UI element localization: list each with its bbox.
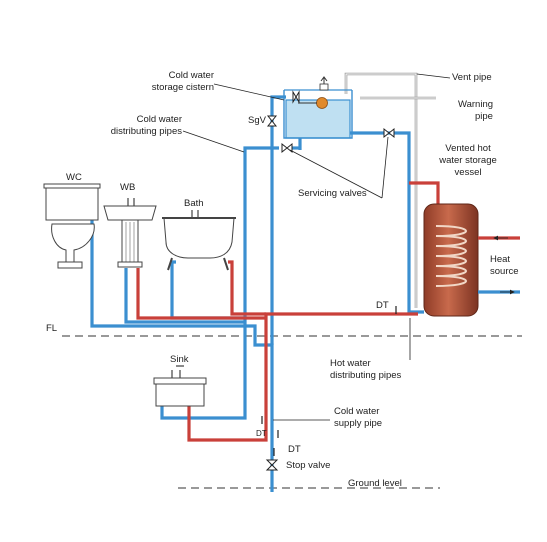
hot-water-pipes: [136, 181, 440, 442]
hot-water-storage-vessel: [423, 203, 520, 317]
label-heat-source-2: source: [490, 266, 519, 277]
wb-fixture: [103, 198, 157, 268]
label-cistern-2: storage cistern: [152, 82, 214, 93]
vent-pipe: [344, 72, 436, 308]
drain-tap-icons: [261, 306, 397, 456]
label-vented-vessel-1: Vented hot: [445, 143, 491, 154]
servicing-valve-cistern-inlet: [292, 90, 300, 104]
label-ground-level: Ground level: [348, 478, 402, 489]
label-sgv: SgV: [248, 115, 267, 126]
label-cistern-1: Cold water: [169, 70, 214, 81]
label-servicing-valves: Servicing valves: [298, 188, 367, 199]
label-wb: WB: [120, 182, 135, 193]
bath-fixture: [162, 210, 236, 271]
leader-lines: [182, 73, 451, 421]
label-distributing-1: Cold water: [137, 114, 182, 125]
label-cold-supply-1: Cold water: [334, 406, 379, 417]
label-stop-valve: Stop valve: [286, 460, 330, 471]
label-dt-supply: DT: [288, 444, 301, 455]
label-warning-pipe-2: pipe: [475, 111, 493, 122]
label-vented-vessel-2: water storage: [438, 155, 497, 166]
label-wc: WC: [66, 172, 82, 183]
label-distributing-2: distributing pipes: [111, 126, 183, 137]
sink-fixture: [153, 365, 207, 407]
servicing-valve-outlet-left: [281, 142, 293, 154]
float-ball-icon: [316, 97, 328, 109]
label-cold-supply-2: supply pipe: [334, 418, 382, 429]
label-heat-source-1: Heat: [490, 254, 510, 265]
label-dt-lower: DT: [256, 429, 267, 438]
label-hot-distributing-2: distributing pipes: [330, 370, 402, 381]
cold-water-storage-cistern: [283, 76, 353, 139]
label-bath: Bath: [184, 198, 204, 209]
wc-fixture: [43, 183, 101, 269]
label-vent-pipe: Vent pipe: [452, 72, 492, 83]
stop-valve-icon: [265, 459, 279, 471]
sgv-valve-icon: [266, 115, 278, 127]
cold-water-pipes: [90, 95, 424, 492]
label-fl: FL: [46, 323, 57, 334]
servicing-valve-outlet-right: [383, 127, 395, 139]
label-dt-vessel: DT: [376, 300, 389, 311]
label-warning-pipe-1: Warning: [458, 99, 493, 110]
label-vented-vessel-3: vessel: [455, 167, 482, 178]
label-hot-distributing-1: Hot water: [330, 358, 371, 369]
label-sink: Sink: [170, 354, 189, 365]
